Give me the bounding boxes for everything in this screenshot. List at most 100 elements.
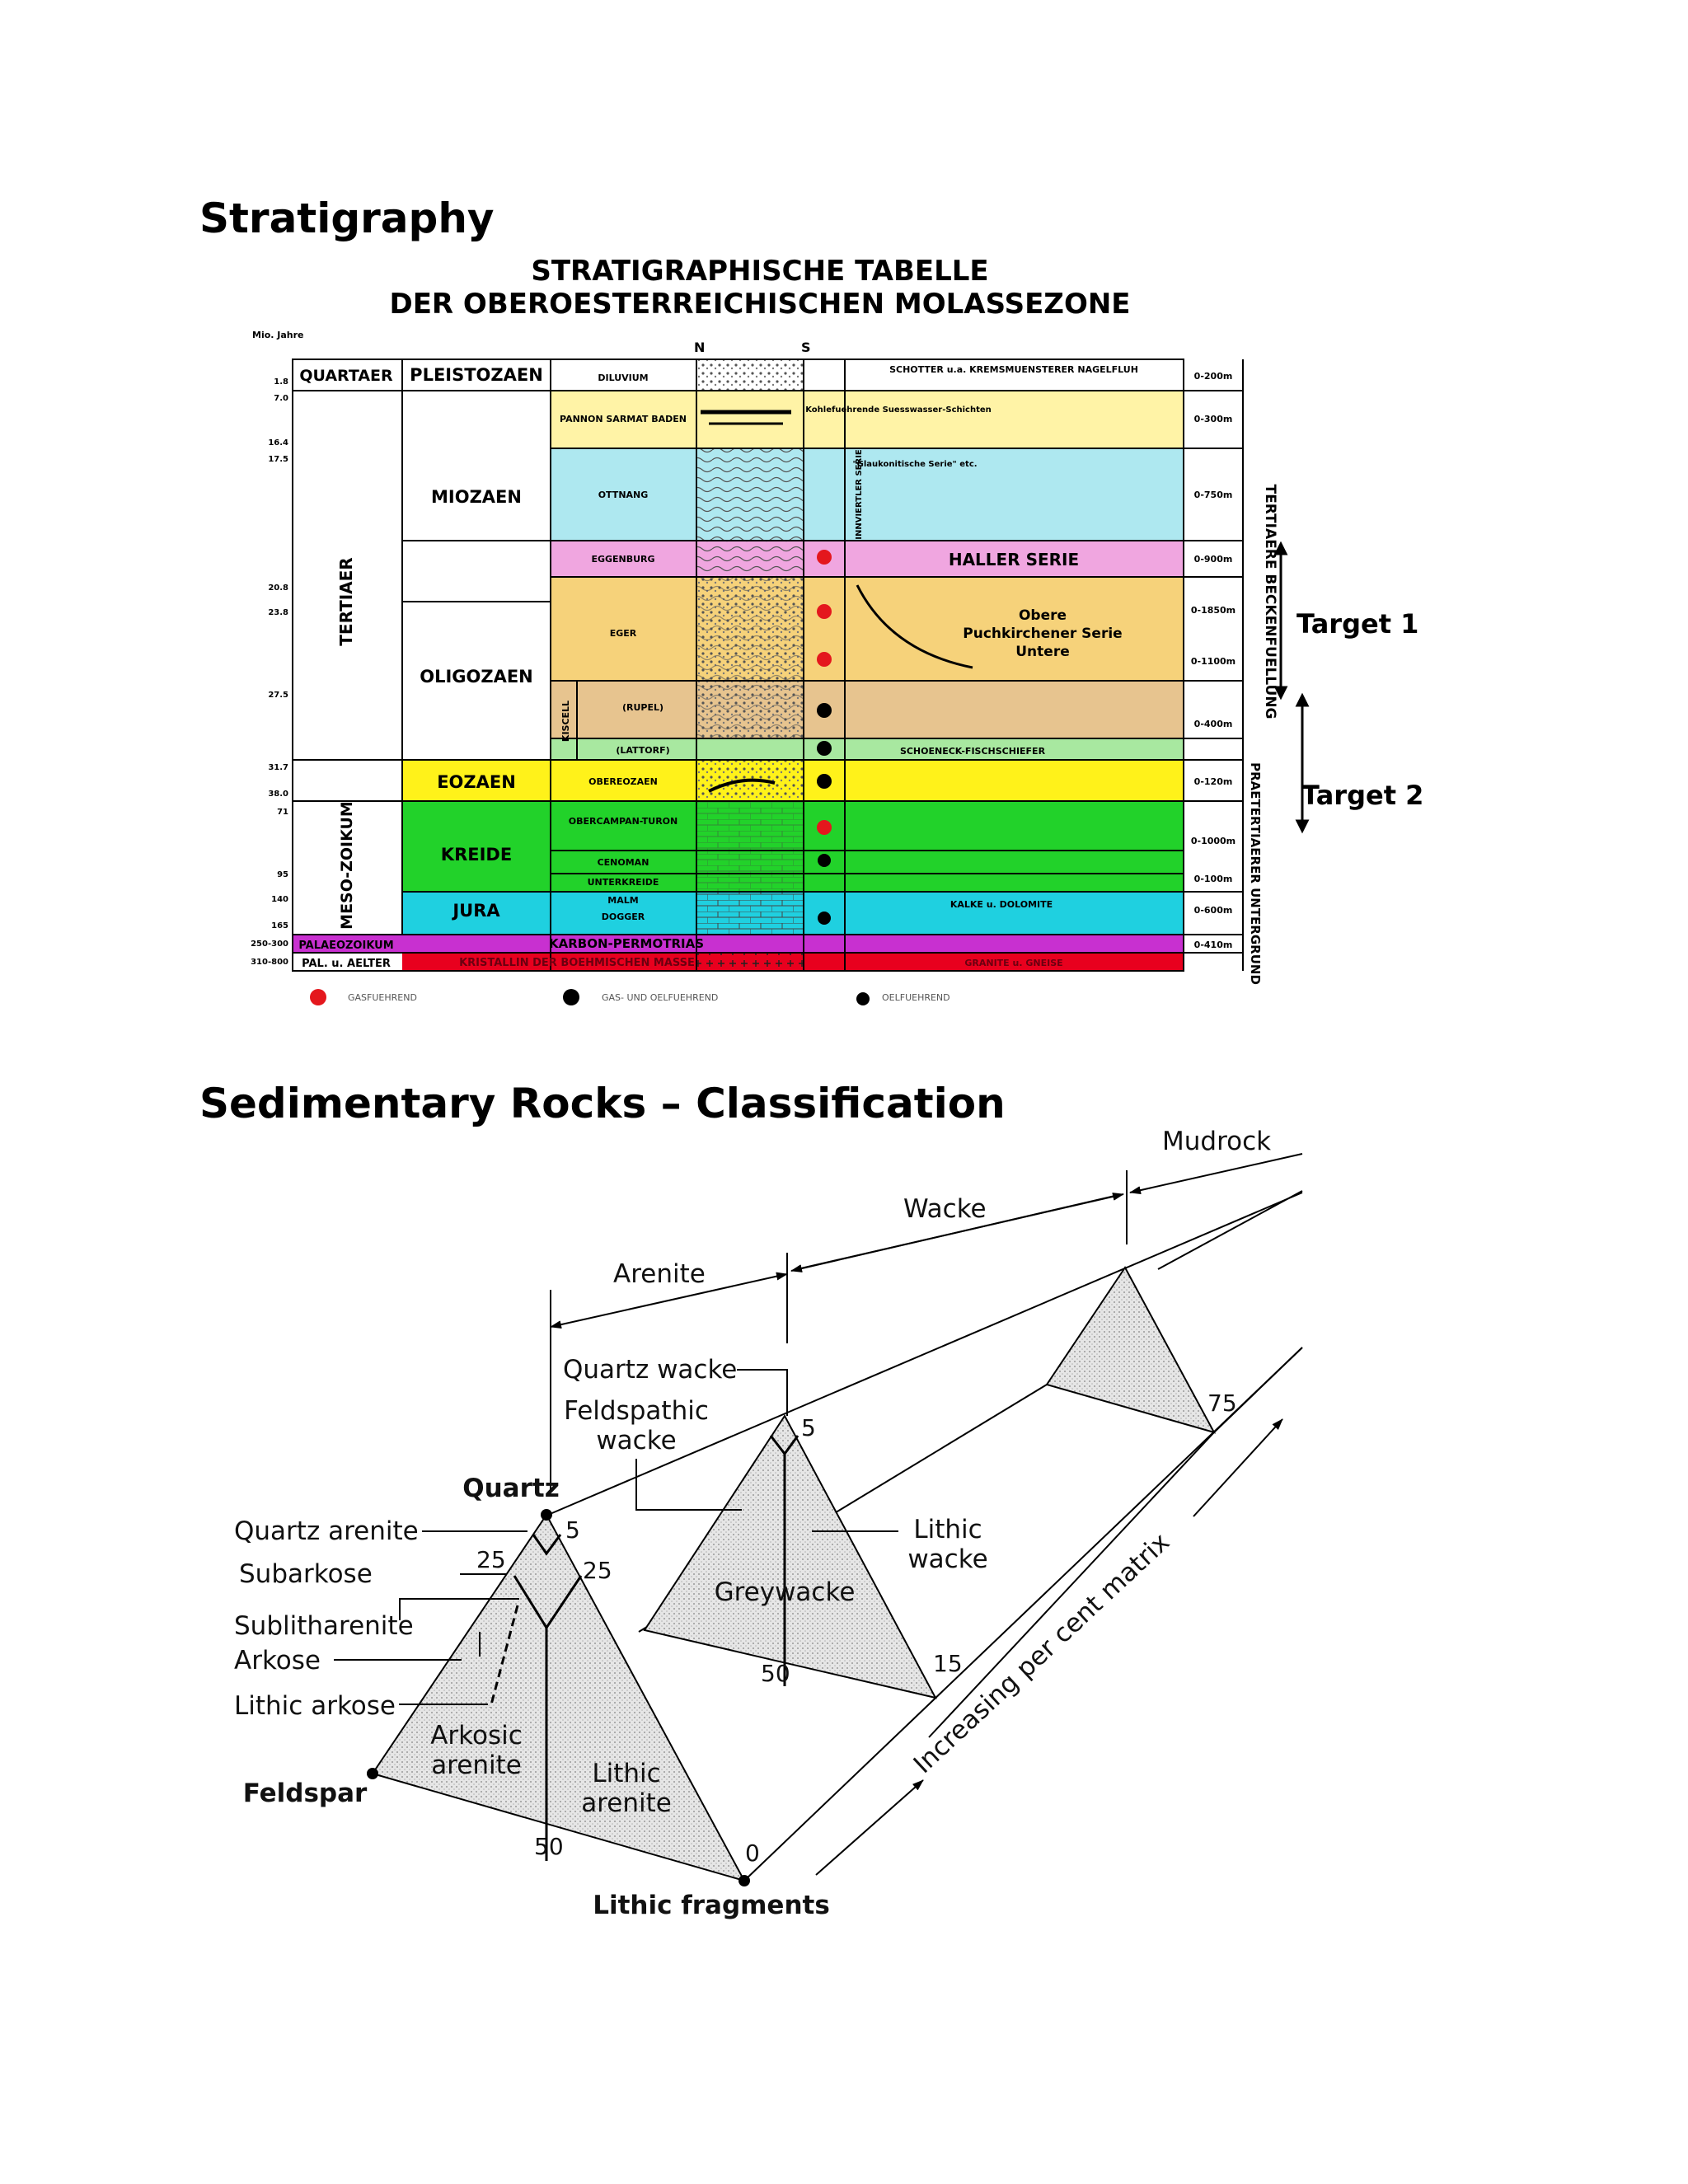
lithology-column <box>696 359 804 971</box>
arkose-label: Arkose <box>234 1646 321 1675</box>
svg-text:(LATTORF): (LATTORF) <box>616 745 669 756</box>
table-grid <box>292 359 1244 972</box>
svg-text:95: 95 <box>277 870 288 879</box>
svg-text:0-300m: 0-300m <box>1194 414 1233 424</box>
system-quartaer: QUARTAER <box>299 367 393 385</box>
wacke-triangle <box>643 1414 937 1699</box>
svg-text:KALKE u. DOLOMITE: KALKE u. DOLOMITE <box>950 899 1053 910</box>
lithic-fragments-apex-label: Lithic fragments <box>593 1891 830 1920</box>
svg-text:5: 5 <box>801 1414 816 1441</box>
svg-text:1.8: 1.8 <box>274 377 288 387</box>
svg-text:OELFUEHREND: OELFUEHREND <box>882 992 950 1003</box>
svg-text:25: 25 <box>476 1546 506 1573</box>
svg-text:165: 165 <box>271 921 288 930</box>
svg-text:0-1100m: 0-1100m <box>1191 656 1236 667</box>
svg-text:OBERCAMPAN-TURON: OBERCAMPAN-TURON <box>569 816 678 827</box>
svg-text:OBEREOZAEN: OBEREOZAEN <box>588 776 658 787</box>
band-pannon <box>551 391 1184 448</box>
north-label: N <box>694 340 705 355</box>
unit-labels: SCHOTTER u.a. KREMSMUENSTERER NAGELFLUH … <box>805 364 1138 968</box>
percent-labels: 5 25 25 50 0 5 50 15 75 <box>476 1390 1237 1867</box>
svg-text:75: 75 <box>1207 1390 1237 1417</box>
svg-text:0-120m: 0-120m <box>1194 776 1233 787</box>
svg-text:71: 71 <box>277 808 288 817</box>
svg-text:0: 0 <box>745 1840 760 1867</box>
svg-text:KISCELL: KISCELL <box>560 701 571 742</box>
age-ticks: 1.8 7.0 16.4 17.5 20.8 23.8 27.5 31.7 38… <box>251 377 288 967</box>
svg-text:0-100m: 0-100m <box>1194 874 1233 884</box>
svg-text:0-1850m: 0-1850m <box>1191 605 1236 616</box>
band-rupel <box>551 681 1184 738</box>
band-lattorf <box>551 738 1184 760</box>
svg-text:MIOZAEN: MIOZAEN <box>431 487 522 507</box>
mudrock-label: Mudrock <box>1162 1127 1271 1156</box>
lithic-wacke-label-2: wacke <box>907 1544 987 1574</box>
svg-text:UNTERKREIDE: UNTERKREIDE <box>588 877 659 888</box>
lithic-wacke-label-1: Lithic <box>913 1515 982 1544</box>
hydrocarbon-markers <box>817 550 832 925</box>
target-2-label: Target 2 <box>1301 780 1423 811</box>
svg-text:16.4: 16.4 <box>268 438 288 448</box>
sublitharenite-label: Sublitharenite <box>234 1611 414 1641</box>
mio-jahre-label: Mio. Jahre <box>252 330 304 340</box>
svg-text:EOZAEN: EOZAEN <box>437 772 516 792</box>
band-ottnang <box>551 448 1184 541</box>
dimension-arrows <box>550 1153 1303 1876</box>
lithic-arenite-label-1: Lithic <box>592 1759 660 1788</box>
strat-title-1: STRATIGRAPHISCHE TABELLE <box>531 255 988 288</box>
svg-text:0-1000m: 0-1000m <box>1191 836 1236 846</box>
svg-text:0-600m: 0-600m <box>1194 905 1233 916</box>
svg-text:0-200m: 0-200m <box>1194 371 1233 382</box>
svg-text:MALM: MALM <box>607 895 638 906</box>
eozaen-boundary-line <box>708 778 776 793</box>
eger-boundary-line <box>856 584 973 669</box>
feldspathic-wacke-label-1: Feldspathic <box>564 1396 709 1426</box>
svg-text:17.5: 17.5 <box>268 455 288 464</box>
svg-text:50: 50 <box>761 1660 790 1687</box>
svg-text:5: 5 <box>565 1516 580 1544</box>
stratigraphy-heading: Stratigraphy <box>199 194 495 242</box>
arenite-label: Arenite <box>613 1259 706 1289</box>
svg-text:EGGENBURG: EGGENBURG <box>591 554 654 565</box>
svg-text:OTTNANG: OTTNANG <box>598 490 649 500</box>
greywacke-label: Greywacke <box>715 1577 856 1607</box>
svg-text:0-900m: 0-900m <box>1194 554 1233 565</box>
quartz-arenite-label: Quartz arenite <box>234 1516 419 1546</box>
sedimentary-heading: Sedimentary Rocks – Classification <box>199 1080 1006 1127</box>
arkosic-arenite-label-2: arenite <box>431 1750 522 1780</box>
svg-text:0-410m: 0-410m <box>1194 940 1233 950</box>
series-labels: PLEISTOZAEN MIOZAEN OLIGOZAEN EOZAEN KRE… <box>410 365 543 921</box>
svg-text:PLEISTOZAEN: PLEISTOZAEN <box>410 365 543 385</box>
svg-text:KREIDE: KREIDE <box>441 845 512 865</box>
svg-text:7.0: 7.0 <box>274 394 288 403</box>
svg-text:DOGGER: DOGGER <box>602 912 645 922</box>
increasing-matrix-label: Increasing per cent matrix <box>908 1527 1175 1779</box>
stage-labels: DILUVIUM PANNON SARMAT BADEN OTTNANG EGG… <box>459 373 704 969</box>
feldspar-apex-label: Feldspar <box>243 1779 368 1808</box>
svg-text:EGER: EGER <box>610 628 637 639</box>
svg-text:25: 25 <box>583 1557 612 1584</box>
svg-text:KARBON-PERMOTRIAS: KARBON-PERMOTRIAS <box>549 936 704 951</box>
svg-text:OLIGOZAEN: OLIGOZAEN <box>420 667 533 687</box>
svg-text:0-400m: 0-400m <box>1194 719 1233 729</box>
svg-text:SCHOTTER u.a. KREMSMUENSTERER: SCHOTTER u.a. KREMSMUENSTERER NAGELFLUH <box>889 364 1138 375</box>
svg-text:250-300: 250-300 <box>251 940 288 949</box>
arkosic-arenite-label-1: Arkosic <box>430 1721 523 1750</box>
svg-text:50: 50 <box>534 1833 564 1860</box>
mudrock-triangle <box>1045 1266 1217 1434</box>
svg-text:(RUPEL): (RUPEL) <box>622 702 663 713</box>
target-arrows <box>1273 541 1310 834</box>
svg-text:15: 15 <box>933 1650 963 1677</box>
perspective-lines <box>547 1190 1303 1882</box>
side-label-praetertiaerer: PRAETERTIAERER UNTERGRUND <box>1248 762 1263 985</box>
side-label-tertiaere: TERTIAERE BECKENFUELLUNG <box>1262 485 1278 719</box>
svg-text:GAS- UND OELFUEHREND: GAS- UND OELFUEHREND <box>602 992 718 1003</box>
system-tertiaer: TERTIAER <box>336 557 356 645</box>
svg-text:31.7: 31.7 <box>268 763 288 772</box>
thickness-labels: 0-200m 0-300m 0-750m 0-900m 0-1850m 0-11… <box>1191 371 1236 950</box>
svg-text:Obere: Obere <box>1019 607 1067 624</box>
system-mesozoikum: MESO-ZOIKUM <box>338 801 356 930</box>
svg-text:INNVIERTLER SERIE: INNVIERTLER SERIE <box>855 449 864 540</box>
svg-text:310-800: 310-800 <box>251 958 288 967</box>
lithic-arenite-label-2: arenite <box>581 1788 672 1818</box>
